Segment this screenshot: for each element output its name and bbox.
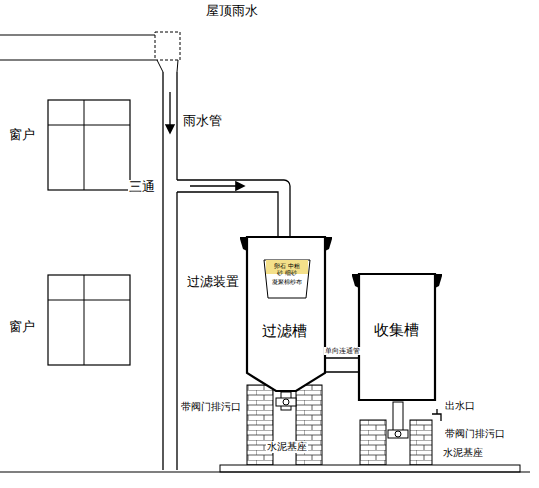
filter-layer-text: 卵石 中粗砂 细砂 [273,263,301,277]
base-label: 水泥基座 [266,441,308,453]
filter-tank: 过滤槽 卵石 中粗砂 细砂凝聚棉纱布 [240,225,332,395]
tank-title: 收集槽 [374,322,419,339]
outlet-label: 带阀门排污口 [180,401,242,413]
tank-title: 过滤槽 [262,323,307,340]
pipe-label: 雨水管 [182,114,223,129]
window-label: 窗户 [8,320,36,335]
window-label: 窗户 [8,128,36,143]
title-label: 屋顶雨水 [205,4,259,19]
tee-label: 三通 [128,180,156,195]
part-label: 过滤装置 [186,275,240,290]
base-label: 水泥基座 [442,447,484,459]
pipe-label: 单向连通管 [324,347,361,355]
outlet-label: 带阀门排污口 [444,428,506,440]
collection-tank: 收集槽 [352,262,442,400]
filter-layer-text: 凝聚棉纱布 [267,279,307,286]
outlet-label: 出水口 [444,400,476,412]
filter-tank-outline [240,225,332,395]
filter-device: 卵石 中粗砂 细砂凝聚棉纱布 [266,260,308,298]
connecting-pipe [325,358,359,372]
